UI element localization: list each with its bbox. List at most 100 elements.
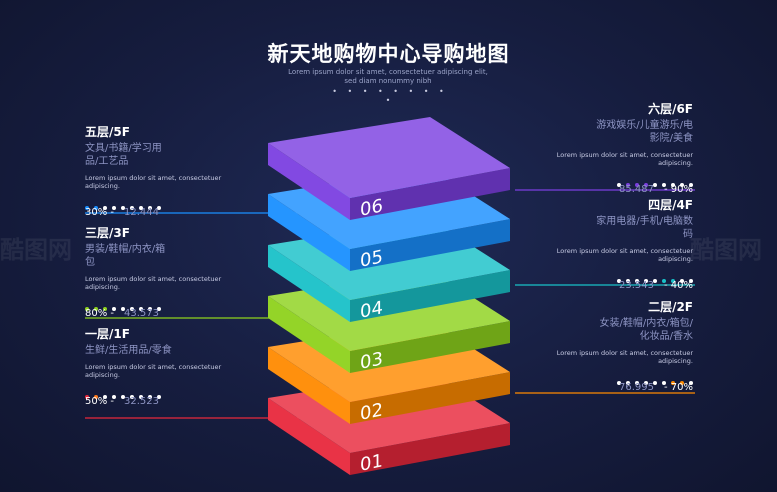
floor-1-dot <box>112 395 116 399</box>
floor-6-dot <box>644 183 648 187</box>
floor-1-stats: 50% - 32.523 <box>85 396 245 407</box>
floor-5-dot <box>112 206 116 210</box>
floor-5-dot <box>157 206 161 210</box>
floor-4-dot <box>635 279 639 283</box>
floor-2-number: 76.995 <box>618 382 654 393</box>
floor-6-left-face <box>268 143 350 220</box>
floor-6-number: 85.487 <box>618 184 654 195</box>
watermark-logo-right: 酷图网 <box>690 236 762 264</box>
floor-3-dot <box>94 307 98 311</box>
floor-3-dot <box>157 307 161 311</box>
floor-2-left-face <box>268 347 350 424</box>
floor-6-dot <box>680 183 684 187</box>
floor-6-dot <box>635 183 639 187</box>
floor-4-dot <box>662 279 666 283</box>
floor-4-stats: 23.543- 40% <box>533 280 693 291</box>
floor-1-number-label: 01 <box>360 450 383 476</box>
floor-6-dot <box>626 183 630 187</box>
floor-2-info-block: 二层/2F 女装/鞋帽/内衣/箱包/化妆品/香水 Lorem ipsum dolor… <box>533 300 693 393</box>
floor-6-top-face <box>268 117 510 198</box>
floor-2-dot <box>635 381 639 385</box>
floor-3-number-label: 03 <box>360 348 383 374</box>
floor-3-dot <box>103 307 107 311</box>
floor-1-number: 32.523 <box>124 396 160 407</box>
floor-1-right-face <box>350 423 510 475</box>
floor-5-number-label: 05 <box>360 246 383 272</box>
floor-2-stats: 76.995 - 70% <box>533 382 693 393</box>
floor-5-left-face <box>268 194 350 271</box>
floor-2-dot <box>617 381 621 385</box>
floor-2-dot <box>653 381 657 385</box>
floor-1-dot <box>94 395 98 399</box>
floor-4-dot <box>617 279 621 283</box>
floor-6-slab: 06 <box>268 117 695 221</box>
floor-6-dot <box>662 183 666 187</box>
floor-5-dot <box>103 206 107 210</box>
floor-5-stats: 30% -12.444 <box>85 207 245 218</box>
floor-4-lorem: Lorem ipsum dolor sit amet, consectetuer… <box>556 247 693 263</box>
floor-6-stats: 85.487 - 90% <box>533 184 693 195</box>
floor-5-description: 文具/书籍/学习用品/工艺品 <box>85 143 162 167</box>
floor-1-left-face <box>268 398 350 475</box>
floor-5-dot <box>85 206 89 210</box>
floor-5-right-face <box>350 219 510 271</box>
floor-5-title: 五层/5F <box>85 125 130 139</box>
floor-4-dot <box>644 279 648 283</box>
floor-6-description: 游戏娱乐/儿童游乐/电影院/美食 <box>596 120 693 144</box>
floor-3-stats: 80% - 43.573 <box>85 308 245 319</box>
floor-5-lorem: Lorem ipsum dolor sit amet, consectetuer… <box>85 174 222 190</box>
floor-5-dot <box>121 206 125 210</box>
page-title: 新天地购物中心导购地图 <box>267 42 510 66</box>
floor-6-number-label: 06 <box>360 195 383 221</box>
watermark-logo-left: 酷图网 <box>0 236 72 264</box>
floor-5-dot <box>130 206 134 210</box>
floor-2-number-label: 02 <box>360 399 383 425</box>
floor-4-dot <box>626 279 630 283</box>
floor-1-dot <box>103 395 107 399</box>
floor-6-dot <box>653 183 657 187</box>
floor-3-percent: 80% - <box>85 308 115 319</box>
floor-3-dot <box>121 307 125 311</box>
floor-1-description: 生鲜/生活用品/零食 <box>85 345 172 356</box>
floor-5-number: 12.444 <box>124 207 160 218</box>
floor-6-title: 六层/6F <box>648 102 693 116</box>
floor-5-dot <box>94 206 98 210</box>
floor-3-right-face <box>350 321 510 373</box>
floor-6-dot <box>689 183 693 187</box>
floor-6-percent: - 90% <box>663 184 693 195</box>
floor-1-dot <box>139 395 143 399</box>
floor-5-dot <box>148 206 152 210</box>
floor-3-dot <box>130 307 134 311</box>
floor-3-dot <box>85 307 89 311</box>
floor-3-left-face <box>268 296 350 373</box>
floor-3-number: 43.573 <box>124 308 160 319</box>
floor-4-title: 四层/4F <box>648 198 693 212</box>
floor-3-lorem: Lorem ipsum dolor sit amet, consectetuer… <box>85 275 222 291</box>
floor-6-right-face <box>350 168 510 220</box>
floor-1-percent: 50% - <box>85 396 115 407</box>
floor-6-dot <box>617 183 621 187</box>
floor-6-dot <box>671 183 675 187</box>
floor-2-title: 二层/2F <box>648 300 693 314</box>
floor-4-description: 家用电器/手机/电脑数码 <box>596 216 693 240</box>
floor-2-dot <box>680 381 684 385</box>
floor-2-dot <box>662 381 666 385</box>
floor-4-left-face <box>268 245 350 322</box>
floor-4-dot <box>671 279 675 283</box>
floor-5-dots <box>85 195 245 210</box>
floor-4-dots <box>533 268 693 283</box>
floor-2-dots <box>533 370 693 385</box>
floor-2-dot <box>644 381 648 385</box>
floor-3-dot <box>139 307 143 311</box>
floor-4-percent: - 40% <box>663 280 693 291</box>
floor-3-dot <box>148 307 152 311</box>
floor-1-lorem: Lorem ipsum dolor sit amet, consectetuer… <box>85 363 222 379</box>
floor-2-percent: - 70% <box>663 382 693 393</box>
floor-2-description: 女装/鞋帽/内衣/箱包/化妆品/香水 <box>599 318 693 342</box>
floor-4-number-label: 04 <box>360 297 383 323</box>
floor-4-right-face <box>350 270 510 322</box>
floor-2-lorem: Lorem ipsum dolor sit amet, consectetuer… <box>556 349 693 365</box>
